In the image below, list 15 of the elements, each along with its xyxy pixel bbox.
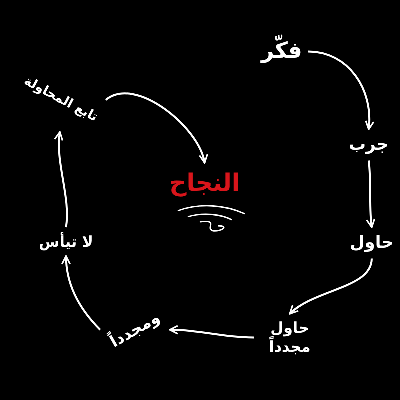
arrow (289, 258, 373, 315)
arrow (169, 325, 254, 339)
step-word: حاول مجدداً (258, 318, 322, 358)
step-word: لا تيأس (37, 232, 96, 252)
goal-word: النجاح (168, 167, 242, 199)
arrow (62, 255, 102, 331)
arrow (54, 131, 68, 228)
step-word: فكّر (260, 37, 304, 66)
step-word: تابع المحاولة (18, 72, 102, 128)
step-word: ومجدداً (104, 306, 166, 354)
step-word: حاول (348, 232, 396, 255)
step-word: جرب (347, 134, 391, 157)
arrow (106, 92, 208, 164)
arrow (308, 50, 374, 130)
arrow (366, 160, 376, 228)
